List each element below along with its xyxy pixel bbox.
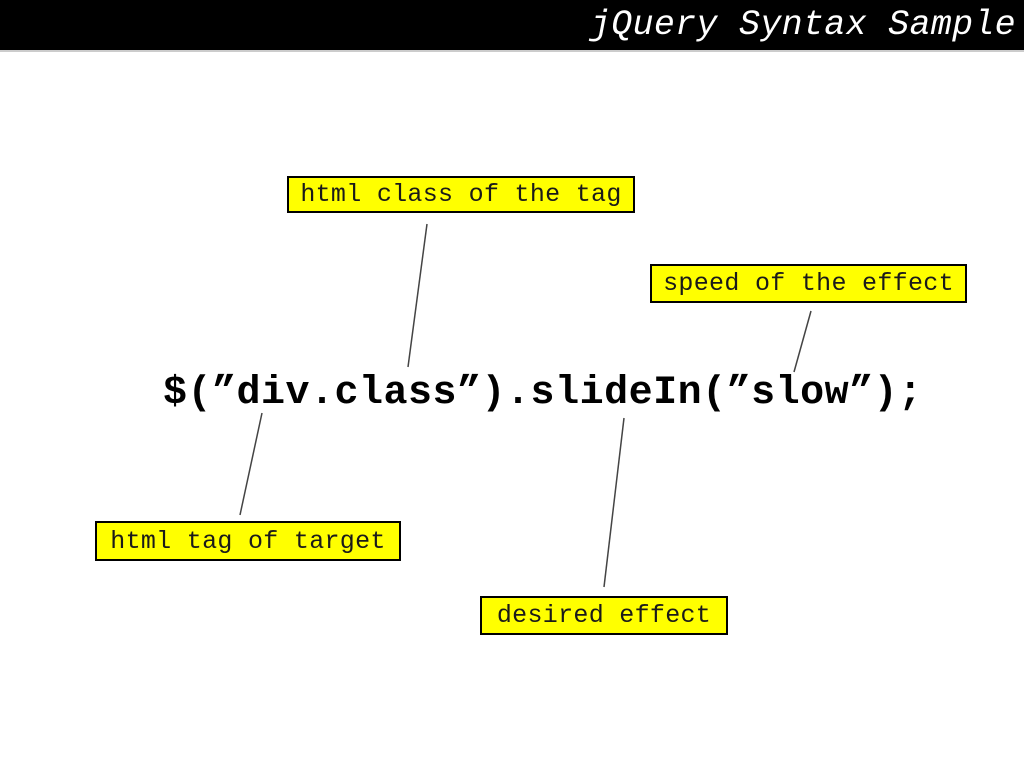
connector-html-class-line	[407, 223, 428, 368]
callout-desired-effect: desired effect	[480, 596, 728, 635]
connector-desired-line	[603, 417, 625, 588]
connector-html-tag-line	[239, 412, 263, 516]
connector-speed-line	[793, 310, 812, 373]
callout-speed-of-effect: speed of the effect	[650, 264, 967, 303]
code-line: $(”div.class”).slideIn(”slow”);	[163, 371, 923, 416]
slide-title: jQuery Syntax Sample	[589, 5, 1016, 45]
callout-html-tag-of-target: html tag of target	[95, 521, 401, 561]
title-bar: jQuery Syntax Sample	[0, 0, 1024, 52]
callout-html-class-of-tag: html class of the tag	[287, 176, 635, 213]
